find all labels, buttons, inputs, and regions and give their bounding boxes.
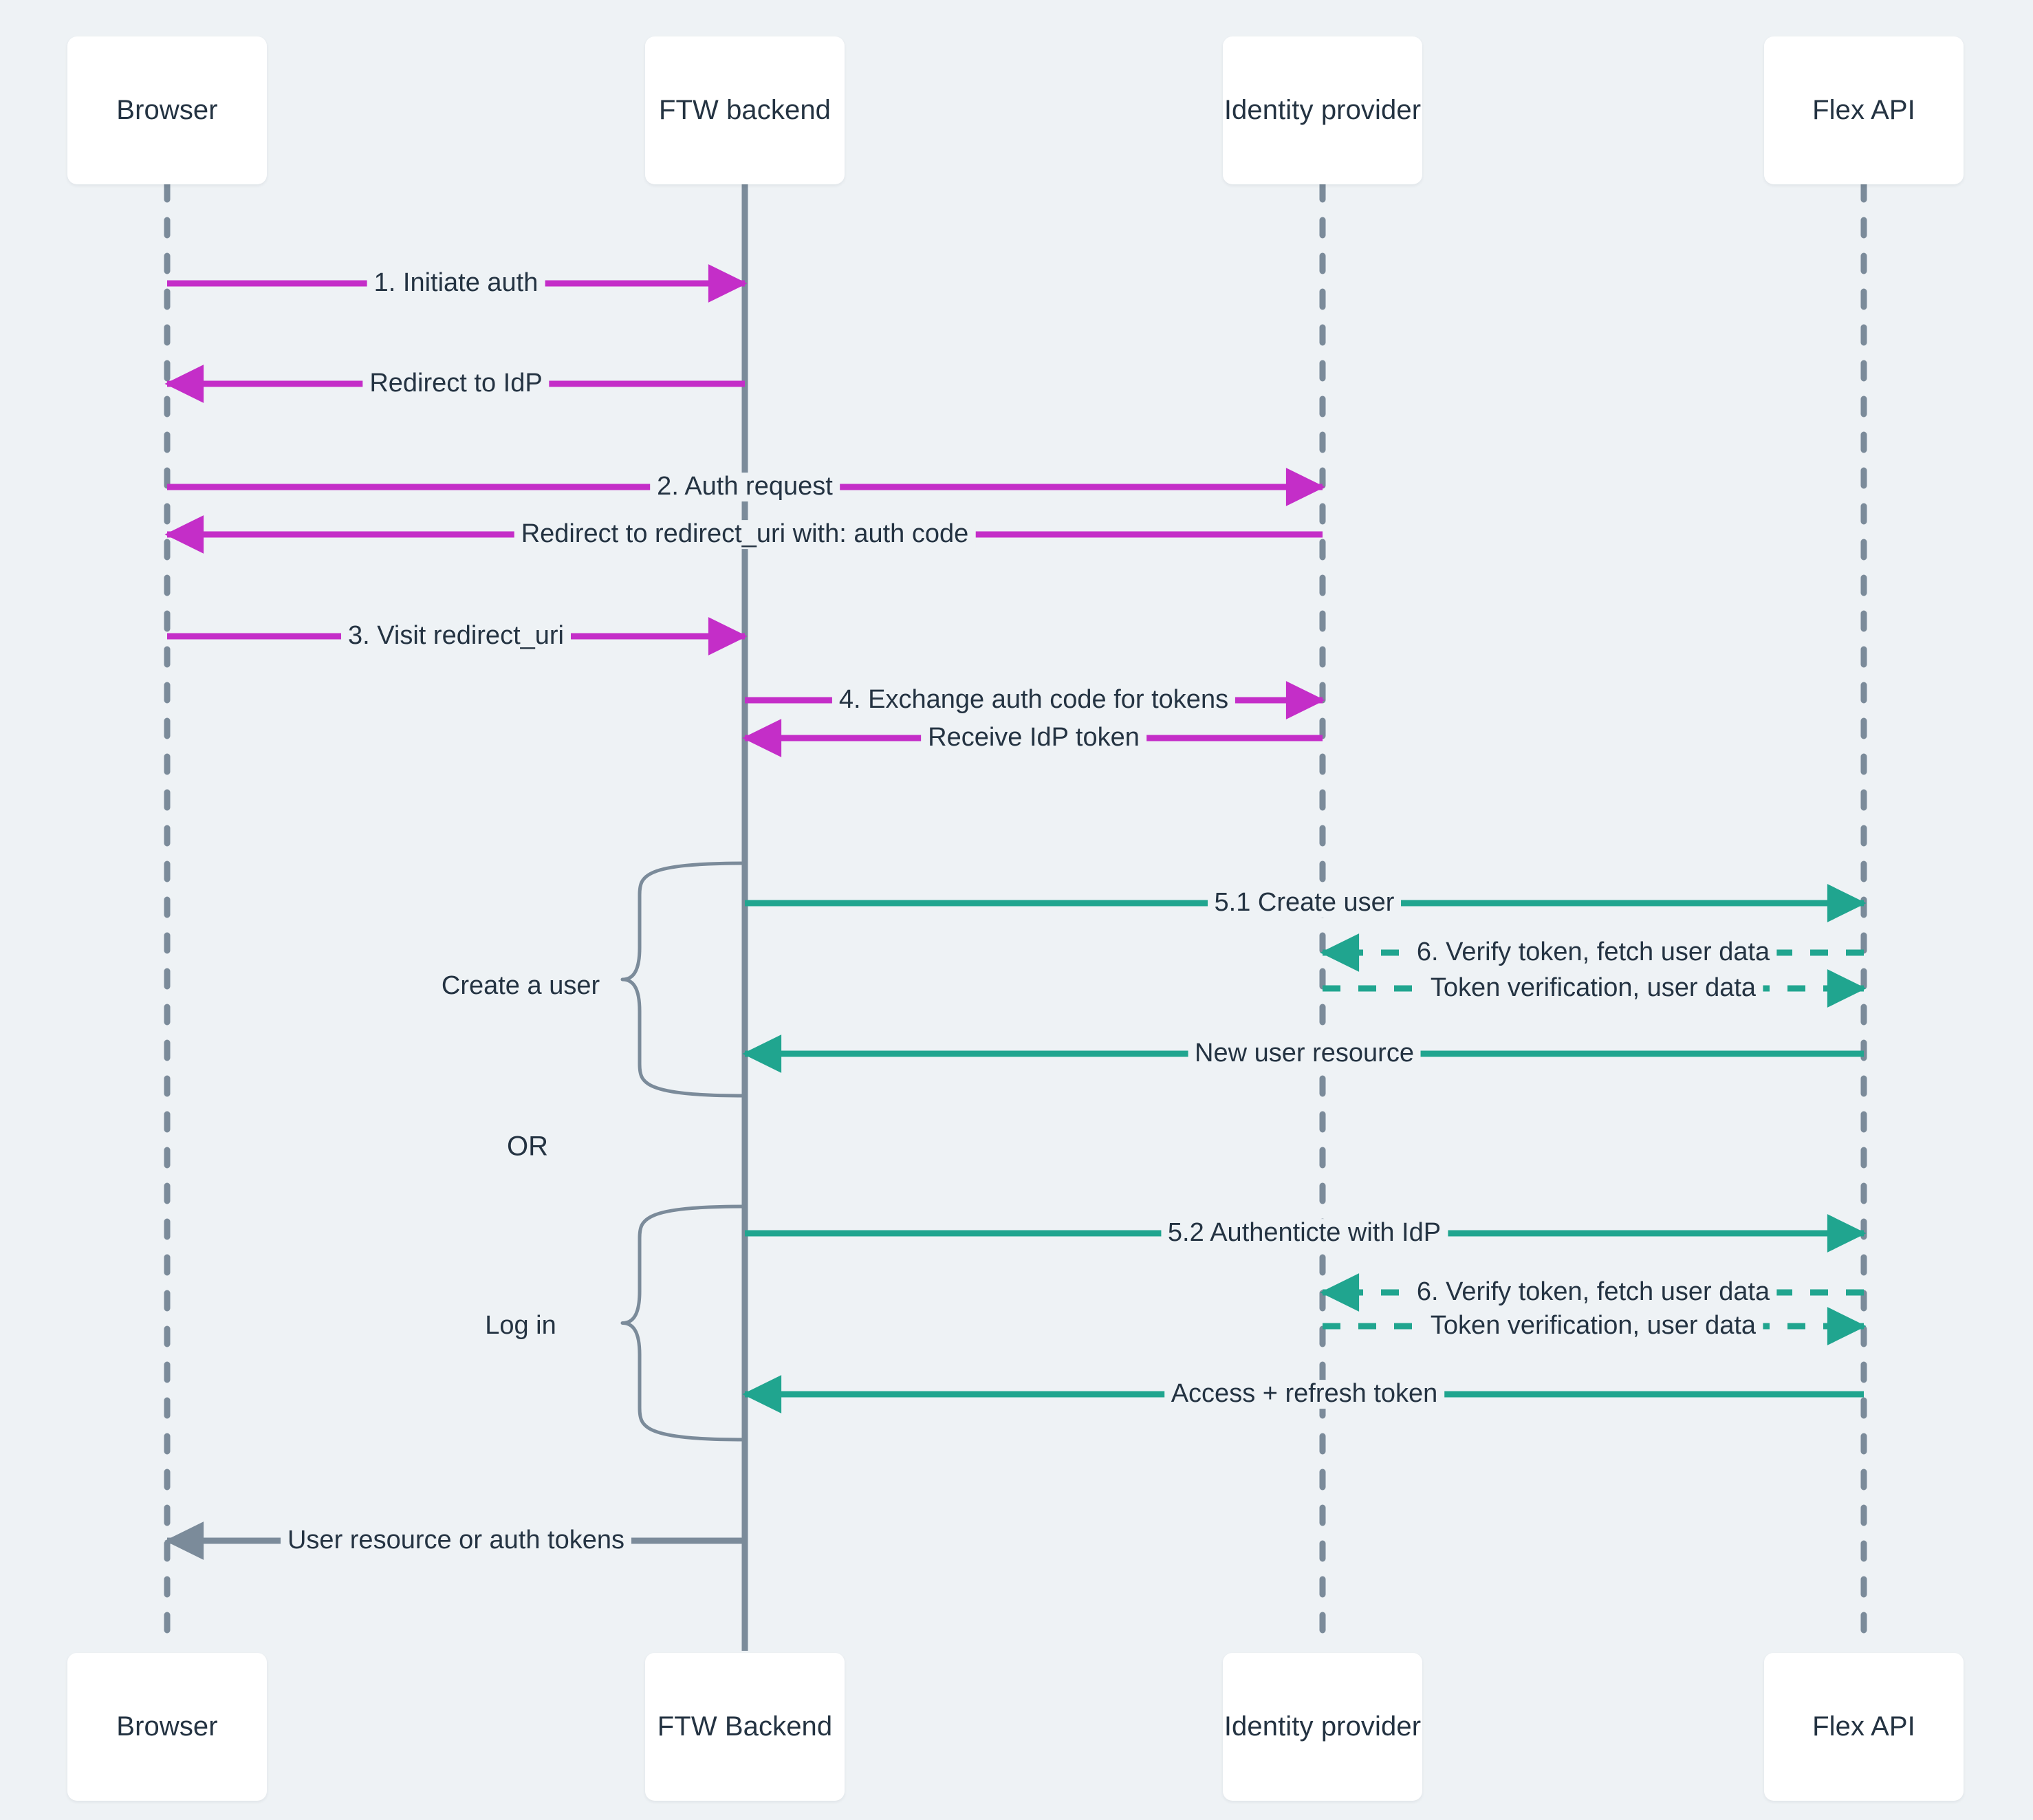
actor-label-bottom-browser: Browser <box>116 1711 218 1742</box>
or-divider-label: OR <box>507 1131 548 1162</box>
message-label-m10: Token verification, user data <box>1423 973 1763 1003</box>
message-label-m2: Redirect to IdP <box>362 369 550 398</box>
message-label-m8: 5.1 Create user <box>1207 888 1402 918</box>
group-brace-g2 <box>620 1204 747 1442</box>
actor-box-bottom-browser[interactable]: Browser <box>67 1653 267 1801</box>
message-label-m4: Redirect to redirect_uri with: auth code <box>514 519 976 549</box>
message-label-m12: 5.2 Authenticte with IdP <box>1160 1218 1448 1248</box>
message-label-m7: Receive IdP token <box>921 723 1146 752</box>
actor-box-top-flex[interactable]: Flex API <box>1764 36 1964 184</box>
group-brace-g1 <box>620 861 747 1098</box>
message-label-m6: 4. Exchange auth code for tokens <box>831 685 1236 715</box>
actor-label-bottom-idp: Identity provider <box>1224 1711 1422 1742</box>
message-label-m14: Token verification, user data <box>1423 1311 1763 1341</box>
group-label-g1: Create a user <box>441 971 600 1001</box>
actor-label-top-browser: Browser <box>116 95 218 125</box>
actor-label-bottom-ftw: FTW Backend <box>657 1711 833 1742</box>
message-label-m5: 3. Visit redirect_uri <box>341 621 571 651</box>
message-label-m3: 2. Auth request <box>650 472 840 501</box>
actor-box-top-idp[interactable]: Identity provider <box>1223 36 1422 184</box>
actor-box-bottom-idp[interactable]: Identity provider <box>1223 1653 1422 1801</box>
message-label-m11: New user resource <box>1188 1039 1421 1068</box>
actor-label-top-flex: Flex API <box>1812 95 1915 125</box>
actor-box-top-ftw[interactable]: FTW backend <box>645 36 845 184</box>
group-label-g2: Log in <box>485 1311 556 1341</box>
message-label-m1: 1. Initiate auth <box>367 268 545 298</box>
message-label-m16: User resource or auth tokens <box>280 1526 632 1555</box>
actor-label-top-idp: Identity provider <box>1224 95 1422 125</box>
actor-label-bottom-flex: Flex API <box>1812 1711 1915 1742</box>
actor-box-top-browser[interactable]: Browser <box>67 36 267 184</box>
actor-box-bottom-ftw[interactable]: FTW Backend <box>645 1653 845 1801</box>
actor-box-bottom-flex[interactable]: Flex API <box>1764 1653 1964 1801</box>
message-label-m13: 6. Verify token, fetch user data <box>1409 1277 1777 1307</box>
message-label-m15: Access + refresh token <box>1164 1379 1445 1409</box>
message-label-m9: 6. Verify token, fetch user data <box>1409 938 1777 967</box>
actor-label-top-ftw: FTW backend <box>658 95 831 125</box>
